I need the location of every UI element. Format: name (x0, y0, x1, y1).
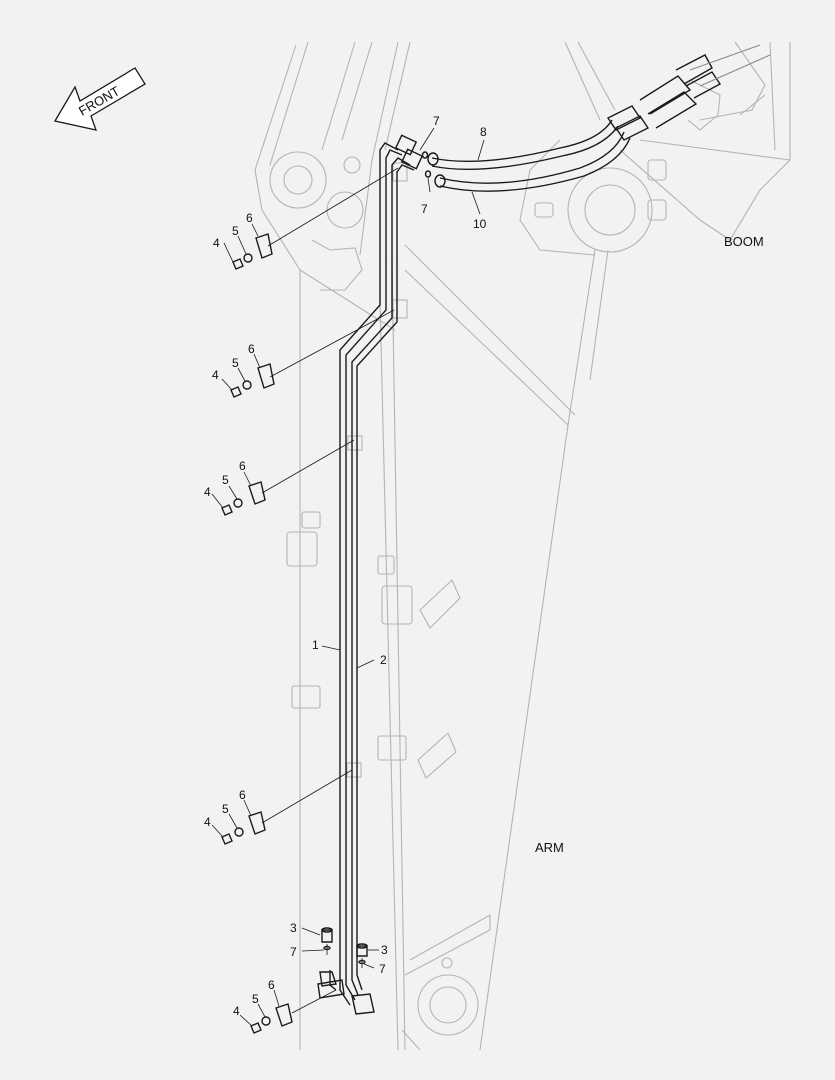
clamp-set-2 (230, 309, 395, 398)
callout-4-set3: 4 (204, 485, 211, 499)
callout-5-set2: 5 (232, 356, 239, 370)
front-arrow-icon: FRONT (53, 67, 146, 131)
callout-6-set5: 6 (268, 978, 275, 992)
arm-mounting-blocks (286, 162, 461, 779)
callout-7-left: 7 (290, 945, 297, 959)
clamp-set-1 (232, 167, 399, 270)
bolt-icon (232, 258, 244, 270)
callout-4-set5: 4 (233, 1004, 240, 1018)
clamp-set-4 (221, 769, 353, 845)
plug-icon (321, 929, 333, 943)
lower-plug-right (351, 943, 375, 1015)
washer-icon (242, 380, 252, 390)
boom-structure (254, 41, 791, 291)
clamp-icon (248, 481, 266, 505)
callout-5-set3: 5 (222, 473, 229, 487)
arm-label: ARM (535, 840, 564, 855)
washer-icon (261, 1016, 271, 1026)
callout-labels: 7 7 8 10 4 5 6 4 5 6 4 5 6 1 2 4 5 6 3 7… (204, 114, 487, 1018)
bolt-icon (250, 1022, 262, 1034)
fitting-icon (351, 993, 375, 1015)
callout-7-right: 7 (379, 962, 386, 976)
callout-6-set1: 6 (246, 211, 253, 225)
hose-fittings-lower (394, 134, 446, 188)
leader-lines (211, 127, 485, 1027)
washer-icon (234, 827, 244, 837)
fitting-icon (319, 971, 337, 987)
pipe-assembly (329, 142, 415, 1006)
clamp-set-5 (250, 989, 337, 1034)
callout-5-set5: 5 (252, 992, 259, 1006)
callout-4-set1: 4 (213, 236, 220, 250)
washer-icon (243, 253, 253, 263)
clamp-icon (255, 233, 273, 259)
clamp-set-3 (221, 439, 355, 516)
callout-8: 8 (480, 125, 487, 139)
callout-7-top: 7 (433, 114, 440, 128)
callout-4-set4: 4 (204, 815, 211, 829)
callout-1: 1 (312, 638, 319, 652)
callout-6-set4: 6 (239, 788, 246, 802)
bolt-icon (221, 833, 233, 845)
hose-fittings-upper (606, 44, 771, 141)
callout-5-set1: 5 (232, 224, 239, 238)
callout-4-set2: 4 (212, 368, 219, 382)
arm-structure (299, 244, 609, 1051)
hose-assembly (431, 119, 631, 192)
plug-icon (356, 945, 368, 957)
washer-icon (233, 498, 243, 508)
callout-6-set3: 6 (239, 459, 246, 473)
callout-5-set4: 5 (222, 802, 229, 816)
clamp-icon (275, 1003, 293, 1027)
clamp-icon (257, 363, 275, 389)
bolt-icon (221, 504, 233, 516)
callout-6-set2: 6 (248, 342, 255, 356)
callout-3-left: 3 (290, 921, 297, 935)
callout-3-right: 3 (381, 943, 388, 957)
callout-10: 10 (473, 217, 487, 231)
clamp-icon (248, 811, 266, 835)
callout-7-mid: 7 (421, 202, 428, 216)
bolt-icon (230, 386, 242, 398)
callout-2: 2 (380, 653, 387, 667)
lower-plug-left (317, 927, 345, 999)
boom-label: BOOM (724, 234, 764, 249)
